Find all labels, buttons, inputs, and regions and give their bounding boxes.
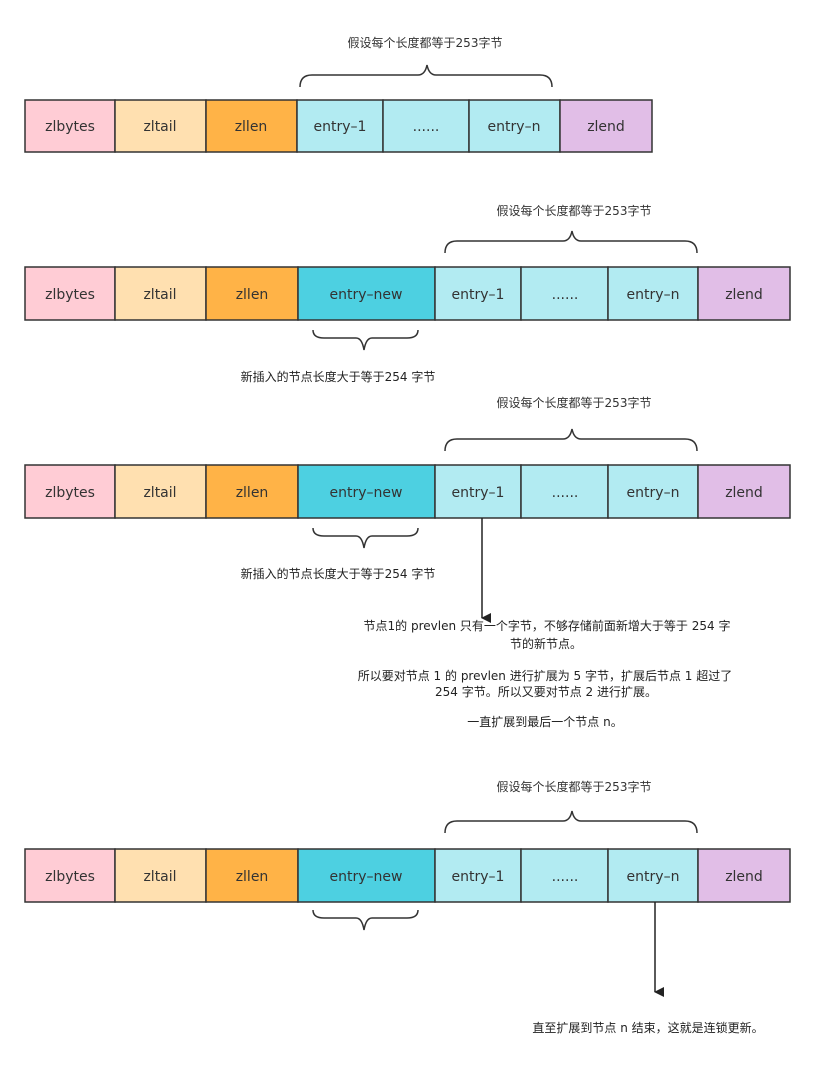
brace-top-1	[299, 64, 553, 88]
cell-zlbytes: zlbytes	[24, 266, 116, 321]
cell-zlbytes-label: zlbytes	[45, 485, 95, 501]
cell-dots-label: ......	[552, 287, 579, 303]
explain-line-5: 一直扩展到最后一个节点 n。	[467, 715, 622, 729]
cell-zltail-label: zltail	[143, 119, 176, 135]
cell-zltail-label: zltail	[143, 485, 176, 501]
explain-line-2: 节的新节点。	[510, 636, 582, 651]
cell-entry-n: entry–n	[607, 266, 699, 321]
assume-label-2: 假设每个长度都等于253字节	[497, 203, 652, 218]
cell-zlbytes: zlbytes	[24, 464, 116, 519]
ziplist-row-1: 假设每个长度都等于253字节 zlbytes zltail zllen entr…	[24, 35, 653, 153]
cell-entry-1-label: entry–1	[314, 119, 367, 135]
cell-entry-new: entry–new	[297, 464, 436, 519]
cell-entry-1: entry–1	[434, 848, 522, 903]
cell-entry-1-label: entry–1	[452, 485, 505, 501]
cell-dots: ......	[520, 266, 609, 321]
cell-zlbytes-label: zlbytes	[45, 287, 95, 303]
cell-zlend-label: zlend	[725, 869, 763, 885]
cell-entry-1-label: entry–1	[452, 869, 505, 885]
cell-entry-new: entry–new	[297, 266, 436, 321]
cell-zlbytes: zlbytes	[24, 99, 116, 153]
cell-zlend-label: zlend	[725, 287, 763, 303]
cell-entry-n-label: entry–n	[488, 119, 541, 135]
cell-dots-label: ......	[552, 869, 579, 885]
cell-entry-new-label: entry–new	[330, 485, 403, 501]
cell-dots-label: ......	[413, 119, 440, 135]
cell-zllen: zllen	[205, 266, 299, 321]
assume-label-3: 假设每个长度都等于253字节	[497, 395, 652, 410]
brace-top-4	[444, 810, 698, 834]
ziplist-row-3: 假设每个长度都等于253字节 zlbytes zltail zllen entr…	[24, 395, 791, 729]
cell-zltail-label: zltail	[143, 869, 176, 885]
explain-line-4: 254 字节。所以又要对节点 2 进行扩展。	[435, 684, 657, 699]
explain-line-1: 节点1的 prevlen 只有一个字节，不够存储前面新增大于等于 254 字	[364, 618, 731, 633]
cell-entry-new: entry–new	[297, 848, 436, 903]
cell-zlend-label: zlend	[587, 119, 625, 135]
cell-entry-1: entry–1	[434, 464, 522, 519]
cell-zlbytes-label: zlbytes	[45, 869, 95, 885]
brace-bottom-4	[312, 909, 419, 931]
cell-zllen-label: zllen	[235, 119, 268, 135]
cell-dots: ......	[520, 848, 609, 903]
new-node-label-3: 新插入的节点长度大于等于254 字节	[241, 566, 436, 581]
cell-zltail-label: zltail	[143, 287, 176, 303]
cell-zllen-label: zllen	[236, 869, 269, 885]
assume-label-1: 假设每个长度都等于253字节	[348, 35, 503, 50]
cell-dots: ......	[520, 464, 609, 519]
cell-zllen-label: zllen	[236, 485, 269, 501]
cell-entry-1: entry–1	[434, 266, 522, 321]
final-label: 直至扩展到节点 n 结束，这就是连锁更新。	[532, 1020, 763, 1035]
brace-bottom-3	[312, 527, 419, 549]
cell-entry-1-label: entry–1	[452, 287, 505, 303]
cell-entry-n: entry–n	[607, 464, 699, 519]
cell-dots-label: ......	[552, 485, 579, 501]
brace-top-3	[444, 428, 698, 452]
cell-entry-new-label: entry–new	[330, 287, 403, 303]
ziplist-row-2: 假设每个长度都等于253字节 zlbytes zltail zllen entr…	[24, 203, 791, 384]
cell-entry-n-label: entry–n	[627, 287, 680, 303]
cell-zlend: zlend	[697, 464, 791, 519]
cell-zllen: zllen	[205, 99, 298, 153]
cell-entry-n: entry–n	[607, 848, 699, 903]
cell-entry-n-label: entry–n	[627, 869, 680, 885]
cell-zlbytes: zlbytes	[24, 848, 116, 903]
cell-zltail: zltail	[114, 266, 207, 321]
cell-entry-new-label: entry–new	[330, 869, 403, 885]
new-node-label-2: 新插入的节点长度大于等于254 字节	[241, 369, 436, 384]
cell-entry-n: entry–n	[468, 99, 561, 153]
cell-zltail: zltail	[114, 848, 207, 903]
cell-zlend: zlend	[697, 848, 791, 903]
cell-zltail: zltail	[114, 99, 207, 153]
cell-zllen: zllen	[205, 848, 299, 903]
cell-zlend-label: zlend	[725, 485, 763, 501]
brace-top-2	[444, 230, 698, 254]
brace-bottom-2	[312, 329, 419, 351]
cell-entry-n-label: entry–n	[627, 485, 680, 501]
cell-zlend: zlend	[559, 99, 653, 153]
assume-label-4: 假设每个长度都等于253字节	[497, 779, 652, 794]
cell-zltail: zltail	[114, 464, 207, 519]
cell-zlbytes-label: zlbytes	[45, 119, 95, 135]
explain-line-3: 所以要对节点 1 的 prevlen 进行扩展为 5 字节，扩展后节点 1 超过…	[358, 668, 733, 683]
cell-zlend: zlend	[697, 266, 791, 321]
cell-dots: ......	[382, 99, 470, 153]
ziplist-row-4: 假设每个长度都等于253字节 zlbytes zltail zllen entr…	[24, 779, 791, 1035]
cell-entry-1: entry–1	[296, 99, 384, 153]
cell-zllen-label: zllen	[236, 287, 269, 303]
cell-zllen: zllen	[205, 464, 299, 519]
